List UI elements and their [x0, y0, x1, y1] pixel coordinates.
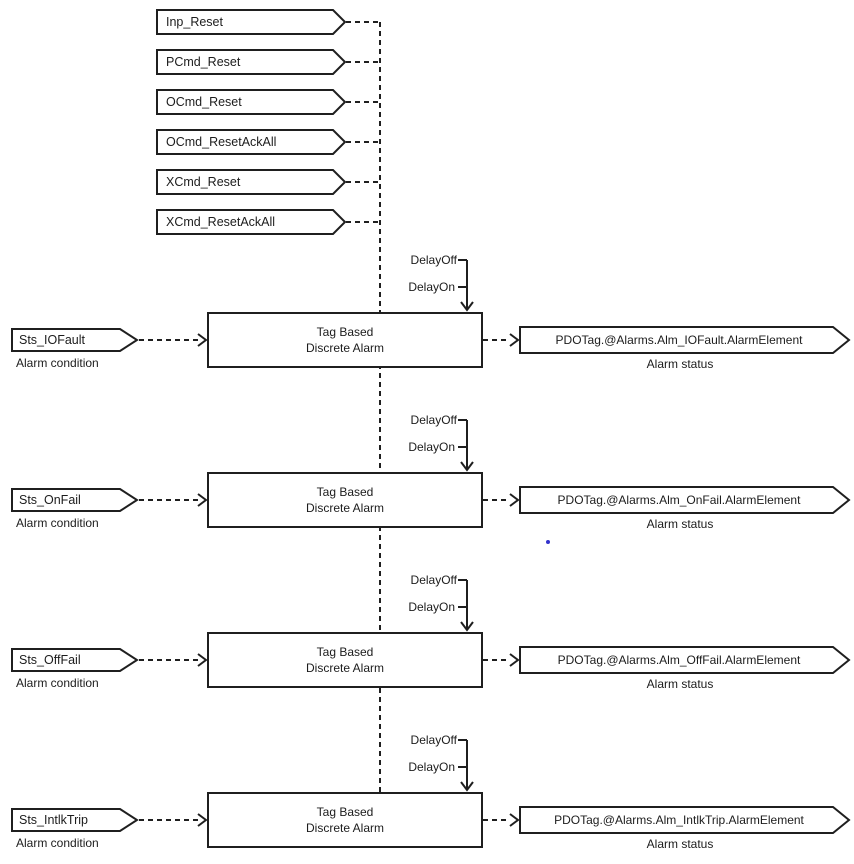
output-caption: Alarm status [646, 677, 714, 691]
input-caption: Alarm condition [16, 516, 99, 530]
output-arrowhead-1 [509, 493, 520, 507]
output-arrowhead-3 [509, 813, 520, 827]
reset-tag-label: XCmd_ResetAckAll [166, 215, 276, 229]
output-caption: Alarm status [646, 837, 714, 851]
input-arrowhead-2 [197, 653, 208, 667]
alarm-block-title: Tag Based Discrete Alarm [208, 313, 482, 367]
delayoff-label: DelayOff [410, 573, 457, 587]
reset-tag-label: OCmd_Reset [166, 95, 242, 109]
output-tag-shape-0 [519, 326, 851, 354]
output-tag-label: PDOTag.@Alarms.Alm_OffFail.AlarmElement [557, 653, 801, 667]
delay-arrowhead-1 [460, 461, 474, 472]
input-tag-shape-2 [11, 648, 139, 672]
delay-lines-3 [458, 739, 468, 789]
input-tag-label: Sts_IntlkTrip [19, 813, 89, 827]
delayon-label: DelayOn [408, 440, 455, 454]
alarm-block-title: Tag Based Discrete Alarm [208, 793, 482, 847]
input-tag-shape-1 [11, 488, 139, 512]
input-caption: Alarm condition [16, 836, 99, 850]
delayoff-label: DelayOff [410, 733, 457, 747]
output-arrowhead-0 [509, 333, 520, 347]
alarm-block-title: Tag Based Discrete Alarm [208, 473, 482, 527]
output-arrowhead-2 [509, 653, 520, 667]
input-tag-label: Sts_OffFail [19, 653, 81, 667]
input-tag-shape-0 [11, 328, 139, 352]
delayon-label: DelayOn [408, 280, 455, 294]
delay-arrowhead-0 [460, 301, 474, 312]
input-caption: Alarm condition [16, 676, 99, 690]
input-caption: Alarm condition [16, 356, 99, 370]
reset-tag-shape-5 [156, 209, 347, 235]
alarm-block-title-line1: Tag Based [316, 805, 374, 819]
reset-tag-shapes [156, 9, 380, 235]
output-tag-label: PDOTag.@Alarms.Alm_IOFault.AlarmElement [555, 333, 803, 347]
alarm-row-0-shapes [11, 259, 851, 368]
delayon-label: DelayOn [408, 760, 455, 774]
output-tag-shape-1 [519, 486, 851, 514]
alarm-row-1-shapes [11, 419, 851, 528]
delayoff-label: DelayOff [410, 253, 457, 267]
alarm-block-rect-2 [207, 632, 483, 688]
delayon-label: DelayOn [408, 600, 455, 614]
alarm-block-title-line2: Discrete Alarm [305, 501, 385, 515]
output-caption: Alarm status [646, 357, 714, 371]
reset-tag-label: XCmd_Reset [166, 175, 241, 189]
reset-tag-shape-3 [156, 129, 347, 155]
alarm-row-3-shapes [11, 739, 851, 848]
alarm-block-title-line1: Tag Based [316, 485, 374, 499]
input-arrowhead-1 [197, 493, 208, 507]
reset-tag-shape-4 [156, 169, 347, 195]
reset-tag-label: Inp_Reset [166, 15, 223, 29]
reset-tag-shape-1 [156, 49, 347, 75]
alarm-block-title-line1: Tag Based [316, 645, 374, 659]
input-tag-label: Sts_IOFault [19, 333, 85, 347]
alarm-block-rect-1 [207, 472, 483, 528]
output-tag-label: PDOTag.@Alarms.Alm_OnFail.AlarmElement [557, 493, 801, 507]
artifact-dot [546, 540, 550, 544]
reset-tag-shape-2 [156, 89, 347, 115]
reset-tag-label: OCmd_ResetAckAll [166, 135, 277, 149]
output-tag-shape-2 [519, 646, 851, 674]
delay-arrowhead-2 [460, 621, 474, 632]
delay-lines-1 [458, 419, 468, 469]
output-tag-label: PDOTag.@Alarms.Alm_IntlkTrip.AlarmElemen… [554, 813, 804, 827]
alarm-block-rect-0 [207, 312, 483, 368]
alarm-row-2-shapes [11, 579, 851, 688]
alarm-block-title-line1: Tag Based [316, 325, 374, 339]
output-caption: Alarm status [646, 517, 714, 531]
alarm-block-title-line2: Discrete Alarm [305, 341, 385, 355]
input-arrowhead-0 [197, 333, 208, 347]
alarm-block-title-line2: Discrete Alarm [305, 661, 385, 675]
output-tag-shape-3 [519, 806, 851, 834]
input-tag-label: Sts_OnFail [19, 493, 81, 507]
input-tag-shape-3 [11, 808, 139, 832]
delay-arrowhead-3 [460, 781, 474, 792]
alarm-block-rect-3 [207, 792, 483, 848]
delay-lines-0 [458, 259, 468, 309]
input-arrowhead-3 [197, 813, 208, 827]
reset-tag-shape-0 [156, 9, 347, 35]
alarm-block-title: Tag Based Discrete Alarm [208, 633, 482, 687]
reset-tag-label: PCmd_Reset [166, 55, 241, 69]
delay-lines-2 [458, 579, 468, 629]
alarm-block-title-line2: Discrete Alarm [305, 821, 385, 835]
delayoff-label: DelayOff [410, 413, 457, 427]
